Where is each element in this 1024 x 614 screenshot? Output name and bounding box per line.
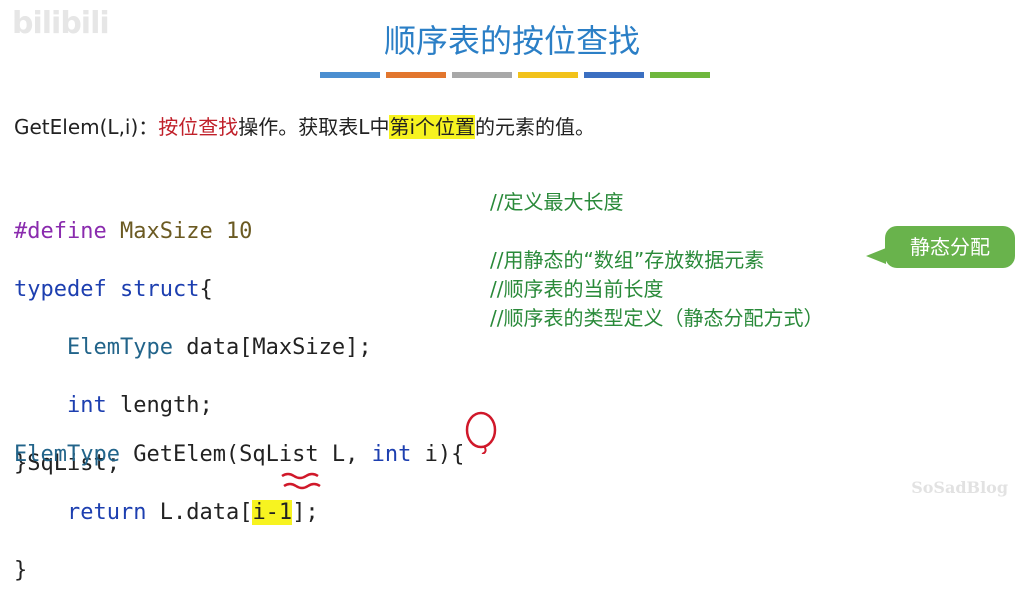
circle-annotation bbox=[465, 411, 497, 454]
code-line-define: #define MaxSize 10 bbox=[14, 217, 372, 246]
code-line-length: int length; bbox=[14, 391, 372, 420]
return-type: ElemType bbox=[14, 442, 120, 467]
color-bar bbox=[452, 72, 512, 78]
bilibili-logo: bilibili bbox=[12, 6, 110, 41]
struct-keyword: struct bbox=[119, 277, 200, 302]
param-i: i bbox=[424, 442, 438, 467]
param-int-keyword: int bbox=[371, 442, 412, 467]
intro-prefix: GetElem(L,i)： bbox=[14, 115, 159, 139]
code-block-struct: #define MaxSize 10 typedef struct{ ElemT… bbox=[14, 188, 372, 507]
code-line-data: ElemType data[MaxSize]; bbox=[14, 333, 372, 362]
color-bar bbox=[320, 72, 380, 78]
macro-name: MaxSize bbox=[119, 219, 213, 244]
struct-close: }SqList; bbox=[14, 451, 120, 476]
elemtype-keyword: ElemType bbox=[66, 335, 173, 360]
color-bar bbox=[584, 72, 644, 78]
static-allocation-callout: 静态分配 bbox=[885, 226, 1015, 268]
code-line-fn-close: } bbox=[14, 556, 464, 585]
macro-value: 10 bbox=[225, 219, 253, 244]
comment-typedef: //顺序表的类型定义（静态分配方式） bbox=[490, 306, 824, 330]
signature-close: ){ bbox=[437, 442, 465, 467]
intro-highlight: 第i个位置 bbox=[389, 115, 476, 139]
watermark: SoSadBlog bbox=[911, 478, 1008, 497]
page-title: 顺序表的按位查找 bbox=[383, 22, 640, 60]
code-line-typedef: typedef struct{ bbox=[14, 275, 372, 304]
comment-maxsize: //定义最大长度 bbox=[490, 190, 624, 214]
intro-red-text: 按位查找 bbox=[158, 115, 239, 139]
intro-mid: 操作。获取表L中 bbox=[238, 115, 390, 139]
callout-arrow bbox=[866, 248, 886, 264]
open-brace: { bbox=[199, 277, 213, 302]
typedef-keyword: typedef bbox=[14, 277, 107, 302]
comment-length: //顺序表的当前长度 bbox=[490, 277, 664, 301]
intro-line: GetElem(L,i)：按位查找操作。获取表L中第i个位置的元素的值。 bbox=[14, 111, 595, 140]
return-keyword: return bbox=[66, 500, 147, 525]
index-highlight: i-1 bbox=[252, 500, 293, 525]
data-field: data[MaxSize]; bbox=[186, 335, 372, 360]
code-line-close: }SqList; bbox=[14, 449, 372, 478]
color-bar bbox=[650, 72, 710, 78]
directive-keyword: #define bbox=[14, 219, 107, 244]
int-keyword: int bbox=[66, 393, 107, 418]
code-block-getelem: ElemType GetElem(SqList L, int i){ retur… bbox=[14, 411, 464, 614]
return-end: ]; bbox=[292, 500, 319, 525]
color-bar bbox=[386, 72, 446, 78]
return-expr: L.data[ bbox=[159, 500, 253, 525]
code-line-return: return L.data[i-1]; bbox=[14, 498, 464, 527]
color-bar bbox=[518, 72, 578, 78]
function-close: } bbox=[14, 558, 28, 583]
intro-suffix: 的元素的值。 bbox=[475, 115, 596, 139]
comment-array: //用静态的“数组”存放数据元素 bbox=[490, 248, 765, 272]
length-field: length; bbox=[119, 393, 213, 418]
code-line-signature: ElemType GetElem(SqList L, int i){ bbox=[14, 440, 464, 469]
squiggle-annotation bbox=[281, 472, 321, 490]
function-signature: GetElem(SqList L, bbox=[133, 442, 359, 467]
